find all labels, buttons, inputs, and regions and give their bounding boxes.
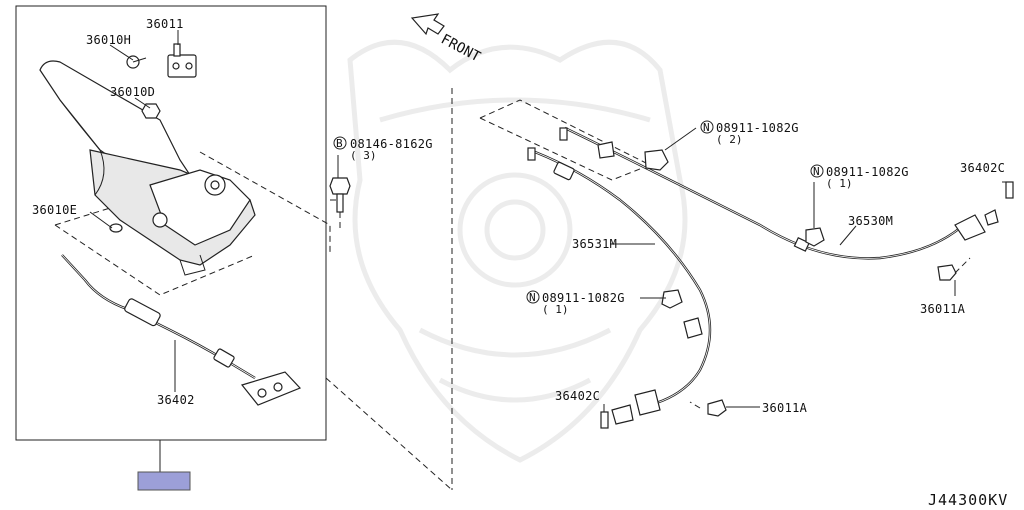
bolt-08146[interactable] (329, 177, 351, 213)
front-arrow (410, 13, 445, 36)
parking-brake-lever[interactable] (39, 60, 256, 276)
front-cable-36402[interactable] (61, 254, 302, 406)
bolt-36011a-right[interactable] (937, 257, 971, 281)
label-36531m: 36531M (572, 237, 617, 251)
pin-36402c-right[interactable] (1005, 181, 1014, 199)
label-nut-08911-a: N 08911-1082G ( 2) (700, 120, 799, 146)
clip-36010e[interactable] (109, 223, 123, 233)
svg-text:N: N (703, 121, 710, 134)
svg-text:08911-1082G: 08911-1082G (826, 165, 909, 179)
label-36010d: 36010D (110, 85, 155, 99)
svg-text:( 1): ( 1) (542, 303, 569, 316)
svg-text:B: B (336, 137, 343, 150)
svg-text:08911-1082G: 08911-1082G (542, 291, 625, 305)
label-36011: 36011 (146, 17, 184, 31)
nut-08911-c[interactable] (661, 289, 683, 309)
highlight-marker[interactable] (137, 471, 191, 491)
label-36011a-bottom: 36011A (762, 401, 808, 415)
pin-36402c-bottom[interactable] (600, 411, 609, 429)
watermark-emblem (347, 39, 688, 463)
label-36010e: 36010E (32, 203, 77, 217)
svg-text:( 2): ( 2) (716, 133, 743, 146)
bracket-36011[interactable] (167, 43, 197, 78)
label-36530m: 36530M (848, 214, 893, 228)
label-bolt-08146: B 08146-8162G ( 3) (333, 136, 433, 162)
pin-fitting-top[interactable] (527, 127, 615, 161)
label-36011a-right: 36011A (920, 302, 966, 316)
svg-text:( 1): ( 1) (826, 177, 853, 190)
rear-cable-36531m[interactable] (534, 150, 712, 425)
svg-text:( 3): ( 3) (350, 149, 377, 162)
bolt-36011a-bottom[interactable] (689, 399, 727, 417)
diagram-code: J44300KV (928, 491, 1008, 509)
label-36402c-bottom: 36402C (555, 389, 600, 403)
label-36010h: 36010H (86, 33, 131, 47)
leader-lines (89, 30, 1010, 412)
label-36402c-right: 36402C (960, 161, 1005, 175)
rear-cable-36530m[interactable] (564, 126, 999, 260)
svg-text:08146-8162G: 08146-8162G (350, 137, 433, 151)
nut-08911-b[interactable] (805, 227, 825, 247)
label-nut-08911-b: N 08911-1082G ( 1) (810, 164, 909, 190)
nut-08911-a[interactable] (644, 149, 669, 171)
nut-36010d[interactable] (141, 103, 161, 119)
svg-text:N: N (813, 165, 820, 178)
svg-text:N: N (529, 291, 536, 304)
svg-text:08911-1082G: 08911-1082G (716, 121, 799, 135)
label-nut-08911-c: N 08911-1082G ( 1) (526, 290, 625, 316)
bolt-36010h[interactable] (126, 55, 147, 69)
label-36402: 36402 (157, 393, 195, 407)
